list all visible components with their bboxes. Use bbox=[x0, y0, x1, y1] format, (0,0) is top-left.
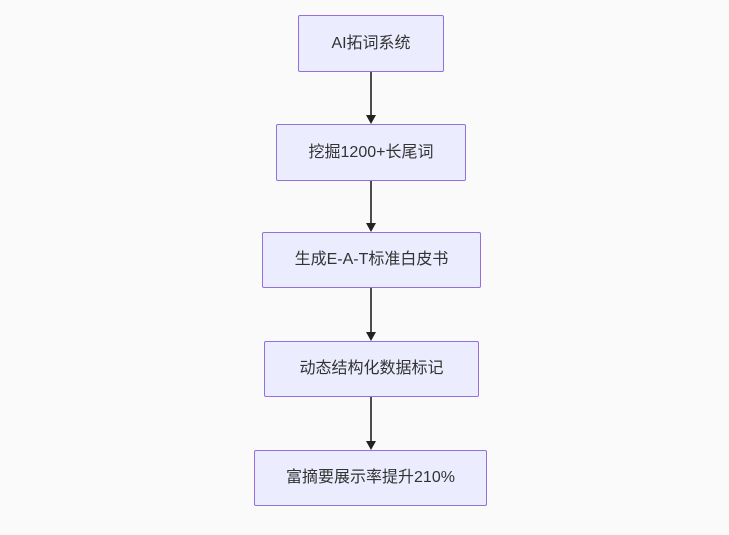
arrowhead-icon bbox=[366, 332, 376, 341]
flowchart-node-longtail-mining: 挖掘1200+长尾词 bbox=[276, 124, 466, 181]
arrow-line bbox=[370, 72, 372, 115]
flowchart-node-ai-keyword-system: AI拓词系统 bbox=[298, 15, 444, 72]
flowchart-arrow-3 bbox=[365, 288, 377, 341]
arrowhead-icon bbox=[366, 115, 376, 124]
arrow-line bbox=[370, 288, 372, 332]
flowchart-node-eat-whitepaper: 生成E-A-T标准白皮书 bbox=[262, 232, 481, 288]
node-label: 挖掘1200+长尾词 bbox=[308, 143, 434, 161]
arrow-line bbox=[370, 397, 372, 441]
flowchart-arrow-4 bbox=[365, 397, 377, 450]
node-label: 富摘要展示率提升210% bbox=[286, 469, 455, 486]
arrowhead-icon bbox=[366, 441, 376, 450]
flowchart-node-structured-data-markup: 动态结构化数据标记 bbox=[264, 341, 479, 397]
arrow-line bbox=[370, 181, 372, 223]
flowchart-node-rich-snippet-result: 富摘要展示率提升210% bbox=[254, 450, 487, 506]
node-label: 生成E-A-T标准白皮书 bbox=[294, 251, 449, 268]
arrowhead-icon bbox=[366, 223, 376, 232]
flowchart-arrow-1 bbox=[365, 72, 377, 124]
flowchart-arrow-2 bbox=[365, 181, 377, 232]
node-label: AI拓词系统 bbox=[331, 34, 411, 52]
node-label: 动态结构化数据标记 bbox=[299, 360, 444, 377]
